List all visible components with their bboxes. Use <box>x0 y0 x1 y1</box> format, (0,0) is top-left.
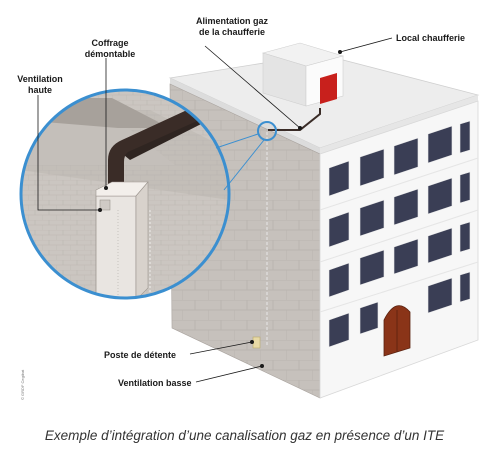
window <box>359 148 385 187</box>
figure-caption: Exemple d’intégration d’une canalisation… <box>44 428 445 443</box>
window <box>328 160 350 197</box>
label-local-chaufferie: Local chaufferie <box>396 33 465 43</box>
removable-casing <box>95 195 137 298</box>
label-ventilation-basse: Ventilation basse <box>118 378 192 388</box>
window <box>359 301 379 335</box>
high-vent <box>99 199 111 211</box>
entrance-door <box>383 305 411 357</box>
window <box>359 199 385 237</box>
window <box>427 277 453 314</box>
zoom-marker <box>257 121 277 141</box>
windows <box>328 120 471 348</box>
boiler-room <box>261 42 345 107</box>
pressure-regulator-box <box>252 336 261 349</box>
label-alimentation-gaz-2: de la chaufferie <box>199 27 265 37</box>
magnified-gas-pipe <box>108 104 206 196</box>
magnifier-ring <box>19 88 231 300</box>
label-coffrage-2: démontable <box>85 49 136 59</box>
window <box>393 137 419 176</box>
label-poste-detente: Poste de détente <box>104 350 176 360</box>
window <box>459 120 471 154</box>
window <box>393 238 419 275</box>
leader-lines <box>37 37 393 383</box>
boiler-room-door <box>320 73 337 104</box>
window <box>459 271 471 303</box>
window <box>328 312 350 348</box>
gas-supply-pipe <box>268 108 321 131</box>
image-credit: © GRDF Cegibat <box>20 369 25 400</box>
window <box>459 171 471 204</box>
window <box>359 249 385 286</box>
window <box>427 125 453 164</box>
label-alimentation-gaz-1: Alimentation gaz <box>196 16 269 26</box>
window <box>459 221 471 253</box>
window <box>328 211 350 248</box>
label-ventilation-haute-2: haute <box>28 85 52 95</box>
window <box>328 262 350 298</box>
window <box>427 177 453 215</box>
label-ventilation-haute-1: Ventilation <box>17 74 63 84</box>
window <box>427 227 453 264</box>
window <box>393 188 419 226</box>
label-coffrage-1: Coffrage <box>91 38 128 48</box>
magnified-detail <box>19 88 265 300</box>
